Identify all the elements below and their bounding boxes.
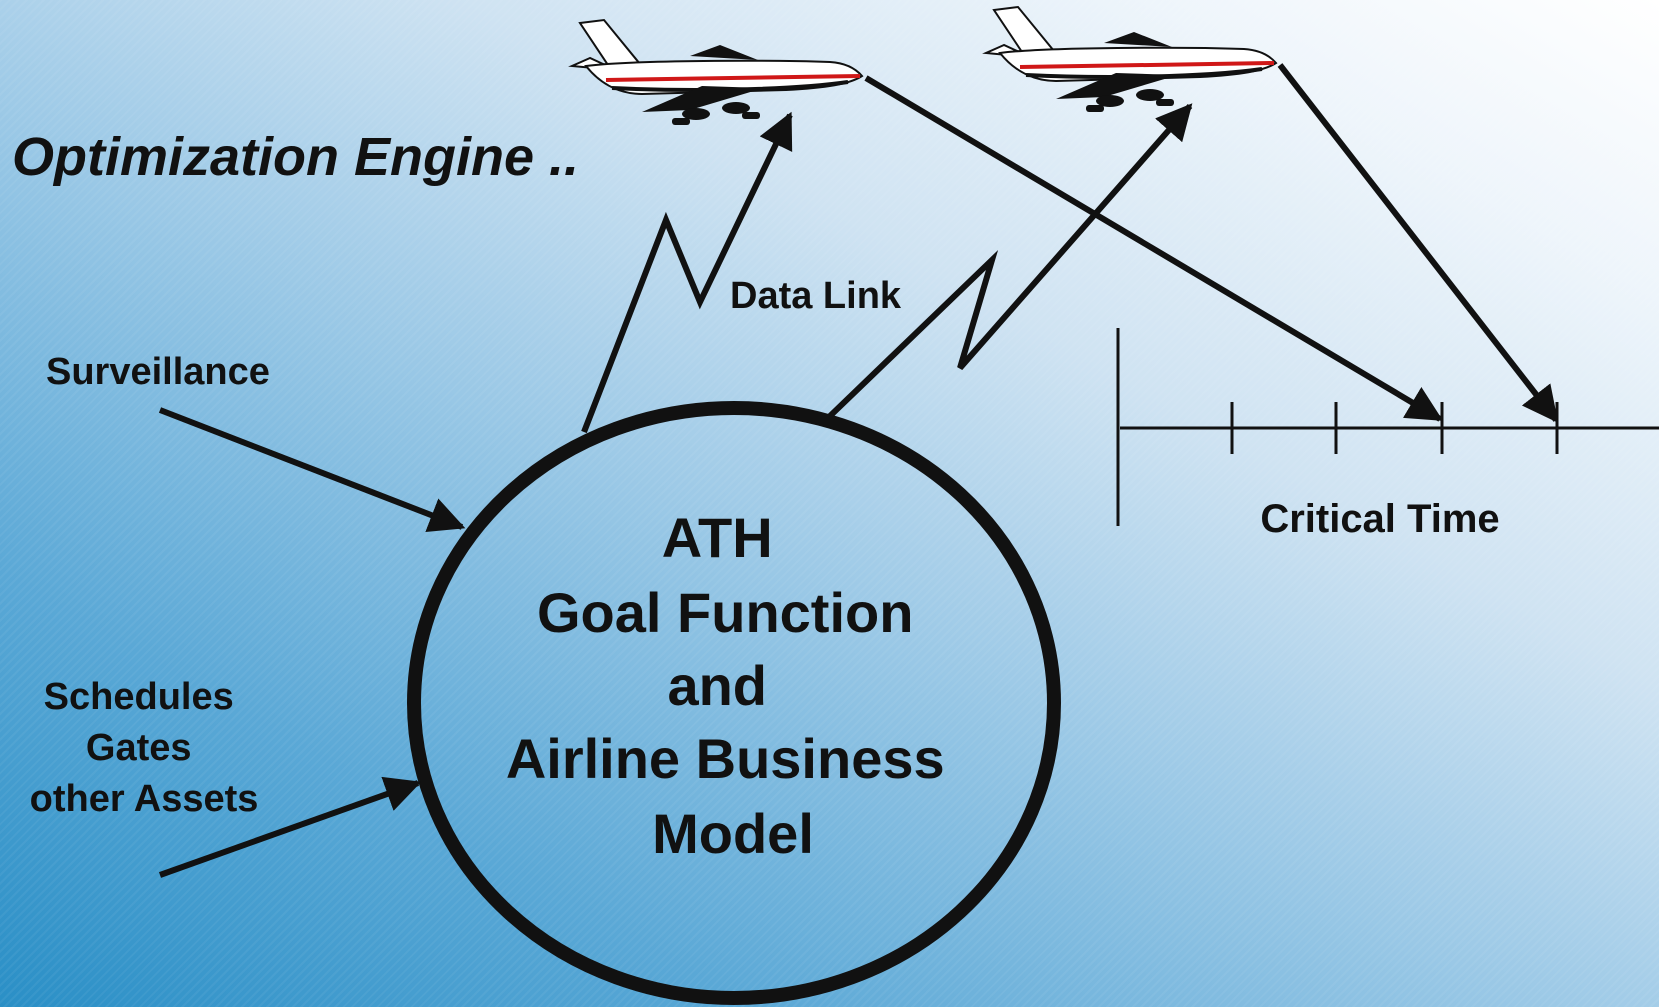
aircraft-1-to-timeline-arrow [864,75,1444,422]
data-link-arrow-2 [827,103,1193,419]
center-line-model: Model [652,802,814,865]
critical-time-axis [1116,328,1659,526]
center-line-airline-business: Airline Business [506,727,945,790]
surveillance-label: Surveillance [46,351,270,393]
critical-time-label: Critical Time [1260,497,1499,541]
schedules-label: Schedules Gates other Assets [30,676,259,820]
other-assets-line: other Assets [30,778,259,820]
schedules-arrow [158,776,422,878]
data-link-label: Data Link [730,275,902,317]
schedules-line: Schedules [44,676,234,718]
center-line-ath: ATH [662,506,773,569]
page-title: Optimization Engine .. [12,127,579,187]
airplane-icon [984,5,1278,114]
airplane-icon [570,18,864,127]
aircraft-2-to-timeline-arrow [1277,63,1559,423]
center-line-goal-function: Goal Function [537,581,913,644]
surveillance-arrow [158,407,466,533]
center-text: ATH Goal Function and Airline Business M… [506,506,960,865]
goal-function-ellipse [407,401,1061,1005]
data-link-arrow-1 [581,111,793,434]
center-line-and: and [667,654,767,717]
gates-line: Gates [86,727,192,769]
